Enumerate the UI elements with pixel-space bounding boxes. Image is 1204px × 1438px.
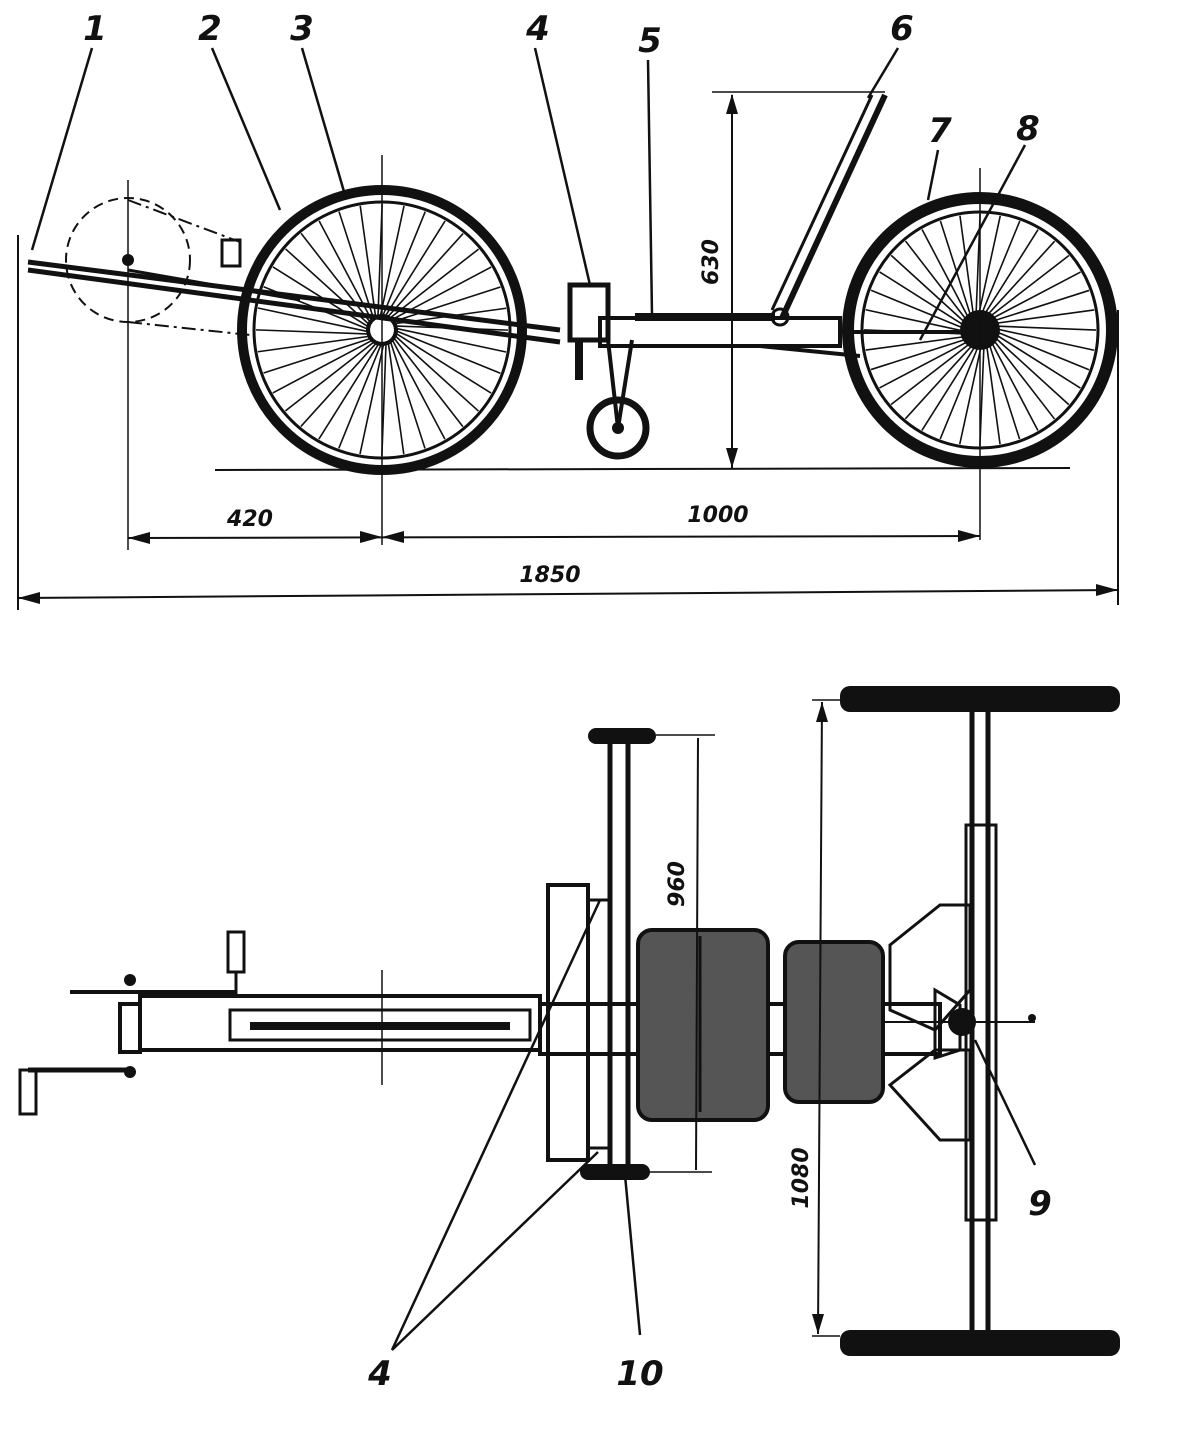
- spoke: [338, 211, 376, 322]
- dimension-label-1080: 1080: [789, 1147, 814, 1208]
- dimension-label-1000: 1000: [687, 503, 748, 528]
- spoke: [983, 240, 1056, 320]
- side-callout-5: 5: [638, 21, 662, 61]
- steering-head: [567, 282, 611, 380]
- side-callout-2: 2: [198, 9, 222, 49]
- spoke: [870, 289, 969, 331]
- spoke: [300, 340, 379, 427]
- spoke: [255, 329, 371, 335]
- top-view: 960 1080 4 9 10: [18, 686, 1120, 1394]
- spoke: [300, 232, 373, 325]
- spoke: [393, 331, 492, 394]
- spoke: [890, 339, 975, 406]
- spoke: [991, 329, 1090, 371]
- dimension-label-960: 960: [665, 861, 690, 907]
- spoke: [904, 340, 977, 420]
- spoke: [921, 229, 972, 323]
- top-callout-leaders: [390, 899, 1037, 1351]
- dimension-label-630: 630: [699, 239, 724, 285]
- spoke: [939, 341, 981, 440]
- spoke: [391, 335, 464, 428]
- top-callout-10: 10: [616, 1354, 663, 1394]
- side-callout-4: 4: [525, 9, 550, 49]
- spoke: [890, 254, 970, 327]
- spoke: [991, 327, 1095, 352]
- spoke: [870, 336, 972, 371]
- spoke: [390, 337, 446, 440]
- spoke: [959, 215, 975, 320]
- spoke: [981, 229, 1039, 319]
- spoke: [985, 340, 1001, 445]
- spoke: [338, 341, 383, 449]
- side-view: 630 420 1000 1850: [17, 9, 1119, 610]
- spoke: [393, 329, 501, 374]
- spoke: [988, 337, 1039, 431]
- spoke: [988, 289, 1090, 324]
- side-callout-leaders: [30, 47, 1027, 341]
- spoke: [985, 254, 1070, 321]
- spoke: [879, 271, 969, 329]
- spoke: [359, 205, 377, 320]
- dimension-rear-track: 1080: [789, 699, 840, 1337]
- spoke: [986, 338, 1021, 440]
- dimension-label-1850: 1850: [519, 563, 580, 588]
- spoke: [263, 336, 374, 374]
- side-callout-6: 6: [890, 9, 914, 49]
- spoke: [979, 220, 1021, 319]
- dimension-offsets: 420 1000: [127, 503, 981, 544]
- spoke: [865, 308, 969, 333]
- spoke: [904, 240, 971, 325]
- spoke: [257, 307, 371, 333]
- spoke: [381, 211, 426, 319]
- spoke: [383, 220, 446, 319]
- spoke: [385, 233, 464, 320]
- pedal-assembly: [18, 930, 246, 1116]
- spoke: [393, 327, 507, 353]
- top-callout-9: 9: [1028, 1184, 1052, 1224]
- spoke: [318, 341, 381, 440]
- spoke: [991, 331, 1081, 389]
- stand-wheel: [586, 339, 650, 460]
- spoke: [989, 335, 1056, 420]
- spoke: [990, 309, 1095, 325]
- spoke: [958, 341, 983, 445]
- rear-axle: [883, 690, 1036, 1355]
- spoke: [865, 335, 970, 351]
- spoke: [392, 333, 479, 412]
- dimension-front-track: 960: [650, 734, 715, 1173]
- ground-line: [214, 467, 1071, 471]
- spoke: [990, 333, 1070, 406]
- spoke: [387, 340, 405, 455]
- seat-back: [770, 93, 888, 320]
- spoke: [272, 338, 375, 394]
- dimension-label-420: 420: [226, 507, 273, 532]
- side-callout-1: 1: [83, 9, 107, 49]
- spoke: [991, 325, 1097, 331]
- side-callout-8: 8: [1016, 109, 1040, 149]
- front-axle: [546, 728, 656, 1180]
- spoke: [359, 341, 385, 455]
- frame-boom: [27, 199, 561, 345]
- spoke: [388, 338, 426, 449]
- dimension-seat-height: 630: [699, 91, 885, 468]
- spoke: [257, 335, 372, 353]
- seat-cushion-rear: [783, 940, 885, 1104]
- spoke: [977, 215, 1002, 319]
- spoke: [879, 338, 973, 389]
- spoke: [379, 205, 405, 319]
- side-callout-7: 7: [928, 111, 952, 151]
- rear-frame: [598, 307, 980, 358]
- rear-wheel-top-upper: [840, 686, 1120, 712]
- top-callout-4: 4: [367, 1354, 392, 1394]
- spoke: [284, 339, 377, 412]
- spoke: [390, 286, 501, 324]
- seat-cushion-front: [636, 928, 770, 1122]
- rear-wheel-top-lower: [840, 1330, 1120, 1356]
- dimension-overall-length: 1850: [17, 563, 1119, 604]
- spoke: [987, 271, 1081, 322]
- spoke: [921, 341, 979, 431]
- side-callout-3: 3: [290, 9, 314, 49]
